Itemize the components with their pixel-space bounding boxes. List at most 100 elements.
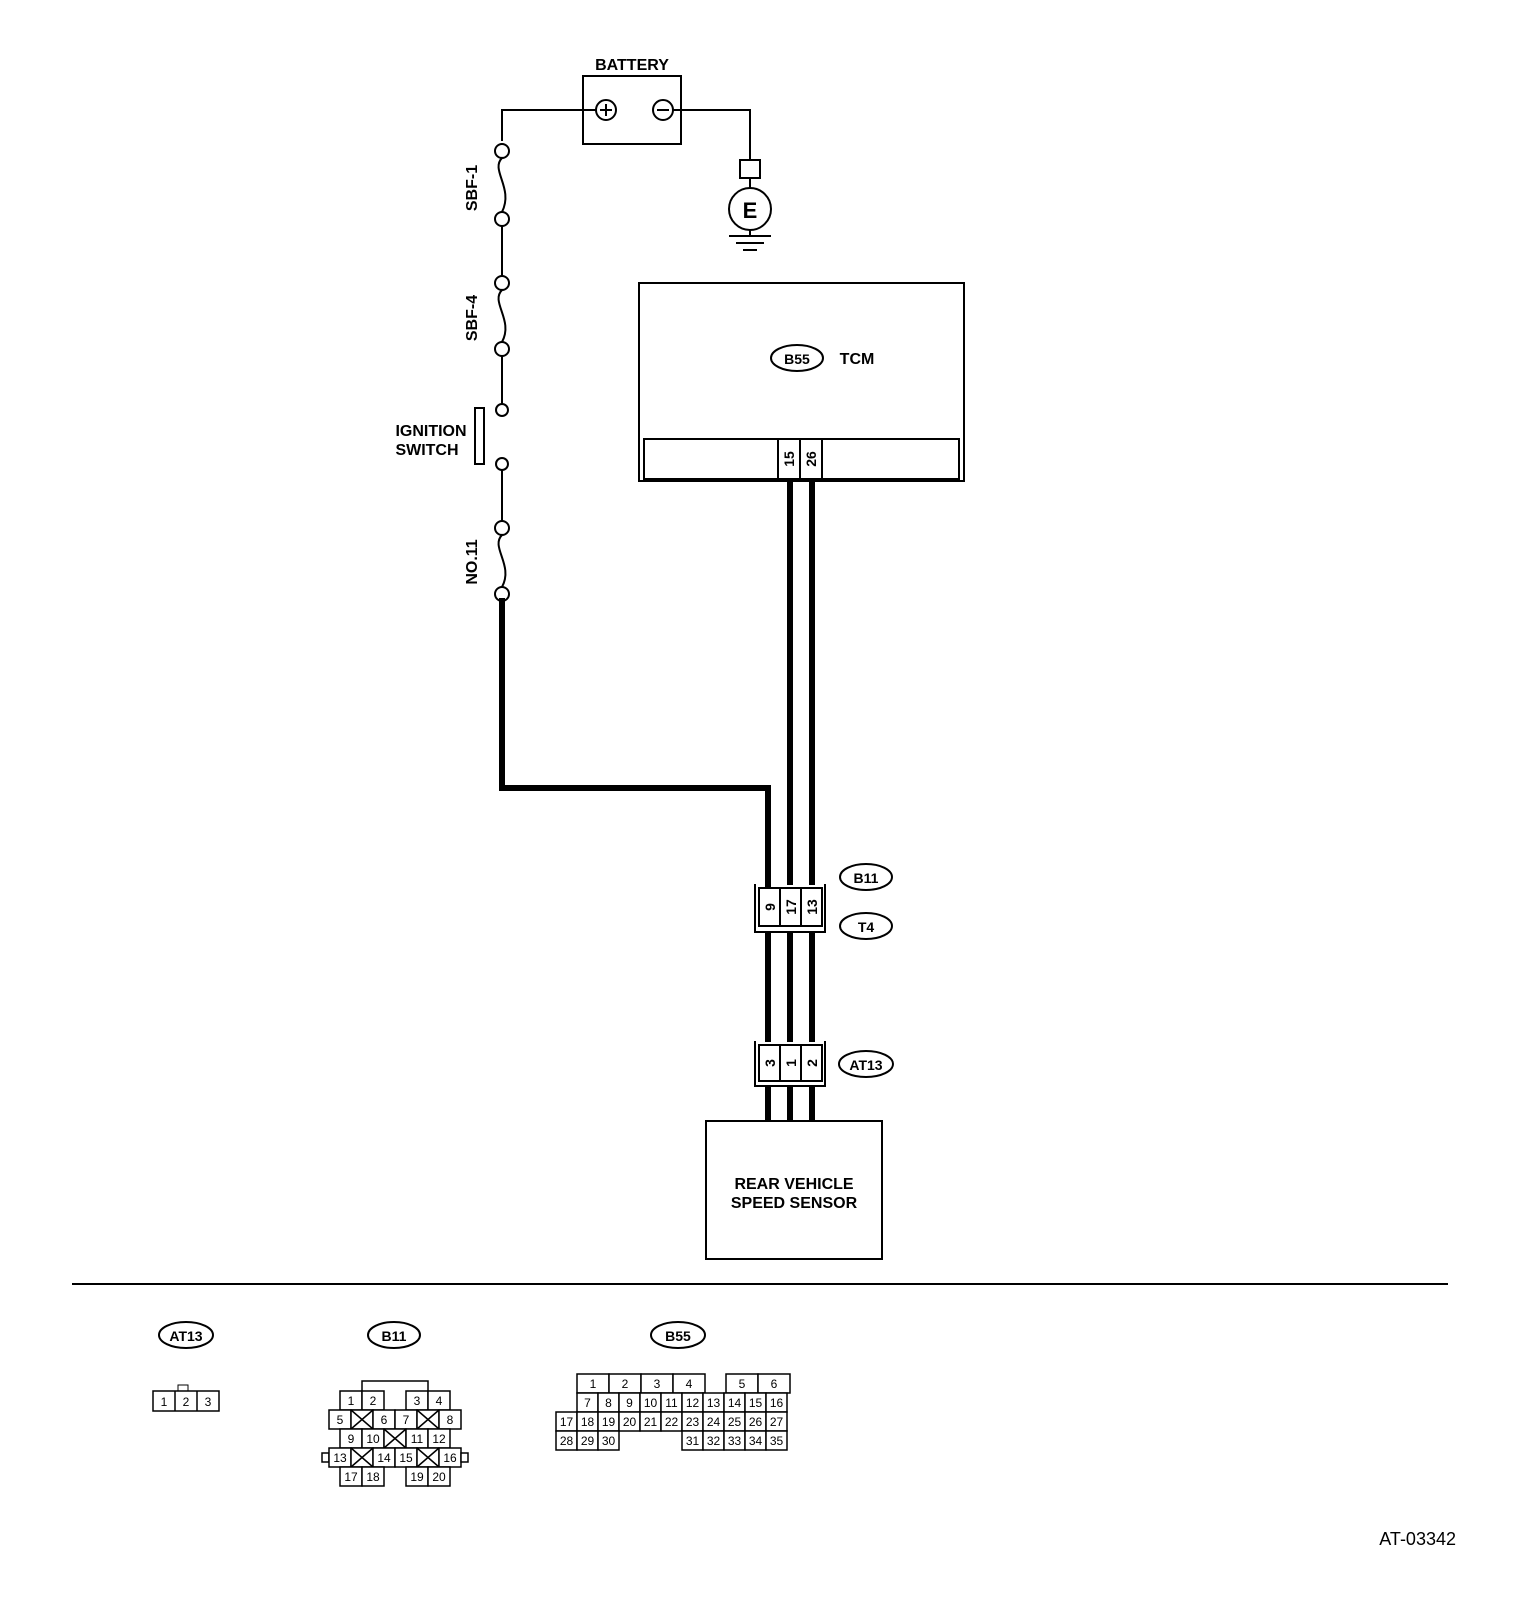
sensor-connector-at13: 3 1 2 AT13 bbox=[754, 1041, 894, 1087]
ground-label: E bbox=[743, 198, 758, 223]
b55-pin-19: 19 bbox=[602, 1415, 616, 1429]
b11-pin-20: 20 bbox=[432, 1470, 446, 1484]
joint-pin-13: 13 bbox=[804, 899, 820, 915]
wire-battery-positive bbox=[501, 109, 597, 141]
battery-label: BATTERY bbox=[595, 57, 669, 74]
b55-pin-30: 30 bbox=[602, 1434, 616, 1448]
b11-pin-20-cell bbox=[427, 1466, 451, 1487]
b55-pin-27: 27 bbox=[770, 1415, 784, 1429]
b55-pin-3: 3 bbox=[654, 1377, 661, 1391]
b55-pin-30-cell bbox=[597, 1430, 620, 1451]
b11-pin-14: 14 bbox=[377, 1451, 391, 1465]
b11-pin-6: 6 bbox=[381, 1413, 388, 1427]
b11-pin-17: 17 bbox=[344, 1470, 358, 1484]
b55-pin-28: 28 bbox=[560, 1434, 574, 1448]
fuse-sbf1-label: SBF-1 bbox=[464, 165, 481, 211]
b11-pin-1: 1 bbox=[348, 1394, 355, 1408]
ignition-label-1: IGNITION bbox=[395, 423, 466, 440]
b55-pin-2: 2 bbox=[622, 1377, 629, 1391]
b11-pin-18: 18 bbox=[366, 1470, 380, 1484]
b55-pin-21: 21 bbox=[644, 1415, 658, 1429]
b55-pin-14: 14 bbox=[728, 1396, 742, 1410]
b55-pin-15: 15 bbox=[749, 1396, 763, 1410]
b55-pin-24: 24 bbox=[707, 1415, 721, 1429]
sensor-pin-3: 3 bbox=[762, 1059, 778, 1067]
b11-blank-c-blank-mark bbox=[383, 1428, 407, 1449]
ignition-label-2: SWITCH bbox=[395, 442, 458, 459]
b11-blank-a-blank-mark bbox=[350, 1409, 374, 1430]
b11-pin-7: 7 bbox=[403, 1413, 410, 1427]
joint-connector-b11-t4: 9 17 13 B11 T4 bbox=[754, 863, 893, 940]
fuse-no11: NO.11 bbox=[464, 520, 510, 602]
ignition-switch: IGNITION SWITCH bbox=[395, 403, 509, 471]
joint-pin-9: 9 bbox=[762, 903, 778, 911]
legend-at13-pin-2: 2 bbox=[183, 1395, 190, 1409]
ground-symbol: E bbox=[728, 159, 772, 251]
b55-pin-9: 9 bbox=[626, 1396, 633, 1410]
legend-at13-label: AT13 bbox=[169, 1328, 202, 1344]
reference-code: AT-03342 bbox=[1379, 1529, 1456, 1549]
b55-pin-12: 12 bbox=[686, 1396, 700, 1410]
b11-pin-4: 4 bbox=[436, 1394, 443, 1408]
t4-label: T4 bbox=[858, 919, 875, 935]
sensor-pin-1: 1 bbox=[783, 1059, 799, 1067]
b55-pin-32: 32 bbox=[707, 1434, 721, 1448]
legend-b55-label: B55 bbox=[665, 1328, 691, 1344]
b55-pin-33: 33 bbox=[728, 1434, 742, 1448]
b11-pin-10: 10 bbox=[366, 1432, 380, 1446]
b55-pin-22: 22 bbox=[665, 1415, 679, 1429]
b55-pin-35: 35 bbox=[770, 1434, 784, 1448]
fuse-sbf4-label: SBF-4 bbox=[464, 295, 481, 341]
b11-blank-b-blank-mark bbox=[416, 1409, 440, 1430]
tcm-pin-26: 26 bbox=[803, 451, 819, 467]
b11-pin-15: 15 bbox=[399, 1451, 413, 1465]
battery: BATTERY bbox=[582, 57, 682, 145]
b55-pin-31: 31 bbox=[686, 1434, 700, 1448]
fuse-sbf4: SBF-4 bbox=[464, 275, 510, 357]
b11-pin-18-cell bbox=[361, 1466, 385, 1487]
tcm-connector-label: B55 bbox=[784, 351, 810, 367]
b11-lock-right-cell bbox=[460, 1452, 469, 1463]
joint-pin-17: 17 bbox=[783, 899, 799, 915]
b11-pin-11: 11 bbox=[411, 1432, 424, 1446]
b55-pin-11: 11 bbox=[665, 1396, 678, 1410]
b11-pin-12: 12 bbox=[432, 1432, 446, 1446]
b11-pin-2: 2 bbox=[370, 1394, 377, 1408]
b11-label: B11 bbox=[854, 870, 879, 886]
b55-pin-17: 17 bbox=[560, 1415, 574, 1429]
fuse-no11-label: NO.11 bbox=[464, 539, 481, 584]
wire-power-supply bbox=[499, 598, 771, 888]
b11-pin-3: 3 bbox=[414, 1394, 421, 1408]
b55-pin-20: 20 bbox=[623, 1415, 637, 1429]
sensor-label-2: SPEED SENSOR bbox=[731, 1195, 858, 1212]
rear-vehicle-speed-sensor: REAR VEHICLE SPEED SENSOR bbox=[705, 1120, 883, 1260]
legend-b11-label: B11 bbox=[382, 1328, 407, 1344]
legend-at13-pin-3: 3 bbox=[205, 1395, 212, 1409]
b11-pin-8: 8 bbox=[447, 1413, 454, 1427]
b55-pin-13: 13 bbox=[707, 1396, 721, 1410]
b55-pin-5: 5 bbox=[739, 1377, 746, 1391]
b11-pin-19: 19 bbox=[410, 1470, 424, 1484]
fuse-sbf1: SBF-1 bbox=[464, 143, 510, 227]
tcm-label: TCM bbox=[840, 351, 875, 368]
b55-pin-10: 10 bbox=[644, 1396, 658, 1410]
legend-at13: AT13 1 2 3 bbox=[152, 1321, 220, 1412]
b55-pin-4: 4 bbox=[686, 1377, 693, 1391]
b55-pin-35-cell bbox=[765, 1430, 788, 1451]
b55-pin-25: 25 bbox=[728, 1415, 742, 1429]
b11-pin-9: 9 bbox=[348, 1432, 355, 1446]
wire-battery-negative bbox=[672, 109, 751, 161]
b55-pin-34: 34 bbox=[749, 1434, 763, 1448]
b11-pin-16: 16 bbox=[443, 1451, 457, 1465]
tcm-module: B55 TCM 15 26 bbox=[638, 282, 965, 482]
b55-pin-18: 18 bbox=[581, 1415, 595, 1429]
b55-pin-7: 7 bbox=[584, 1396, 591, 1410]
b11-blank-d-blank-mark bbox=[350, 1447, 374, 1468]
b55-pin-23: 23 bbox=[686, 1415, 700, 1429]
sensor-pin-2: 2 bbox=[804, 1059, 820, 1067]
tcm-pin-15: 15 bbox=[781, 451, 797, 467]
b55-pin-6: 6 bbox=[771, 1377, 778, 1391]
